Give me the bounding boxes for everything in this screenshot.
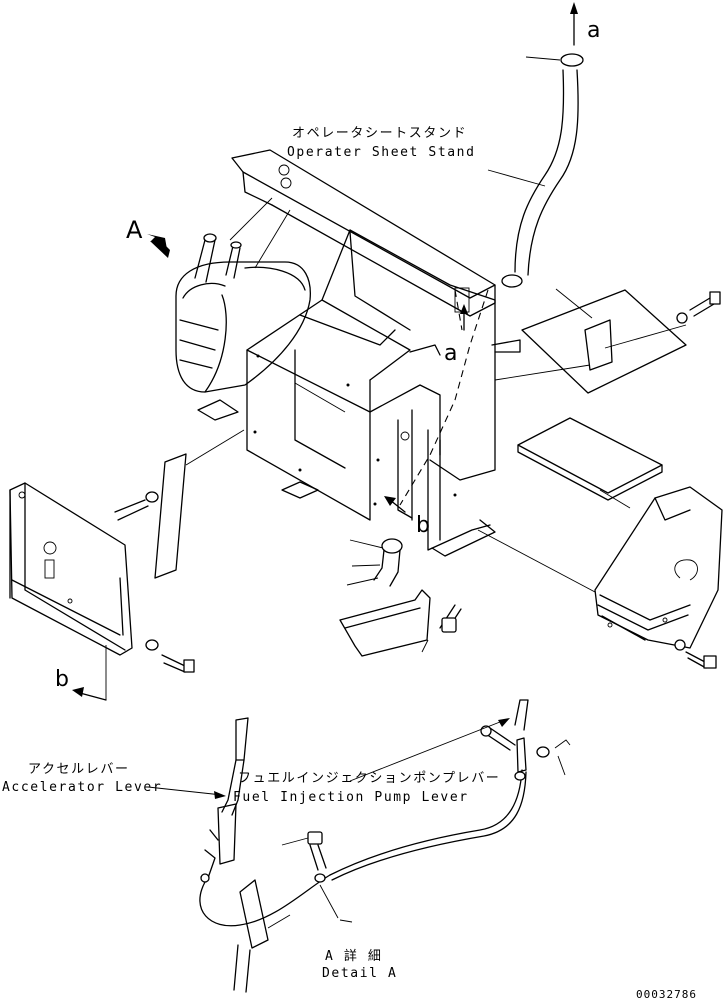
hose-clamp-lower [501,274,523,288]
bolt-bottom-center [439,604,462,633]
fuel-hose [487,69,579,276]
ref-marker-a-top: a [587,18,600,43]
right-bolts-top [676,291,721,324]
bottom-bracket [339,589,431,657]
left-gasket [154,429,245,579]
ref-marker-b-left: b [55,667,69,692]
detail-bolt-center [281,831,327,871]
fuel-pump-lever-label-jp: フュエルインジェクションポンプレバー [238,771,500,786]
top-arrow-a [570,2,578,46]
detail-label-jp: A 詳 細 [325,948,382,964]
fuel-pump-lever-detail [480,699,571,781]
detail-cable [314,769,527,923]
drawing-number: 00032786 [636,988,697,1001]
view-marker-a: A [126,216,143,244]
leader-lines [147,718,510,799]
inner-arrow-a [409,304,521,356]
fuel-elbow [346,538,403,587]
control-lever-housing [175,197,311,393]
hose-clamp-top [525,53,584,67]
right-lower-plate [517,417,663,509]
view-arrow-a [147,234,170,258]
left-cover-panel [9,482,133,700]
seat-stand-label-en: Operater Sheet Stand [287,145,476,160]
ref-marker-b-mid: b [416,513,430,538]
arrow-b-mid [384,496,406,513]
right-cover-bolts [674,639,717,669]
accel-lever-label-en: Accelerator Lever [2,780,162,795]
arrow-b-left [72,687,107,701]
accel-lever-label-jp: アクセルレバー [28,762,130,777]
seat-stand-label-jp: オペレータシートスタンド [292,126,467,141]
accelerator-lever-detail [199,717,331,993]
ref-marker-a-mid: a [444,341,457,366]
operator-seat-stand [197,149,496,557]
right-upper-plate [494,288,687,394]
detail-label-en: Detail A [322,966,397,981]
right-cover [477,486,723,649]
left-panel-bolts [114,491,195,673]
fuel-pump-lever-label-en: Fuel Injection Pump Lever [233,790,469,805]
